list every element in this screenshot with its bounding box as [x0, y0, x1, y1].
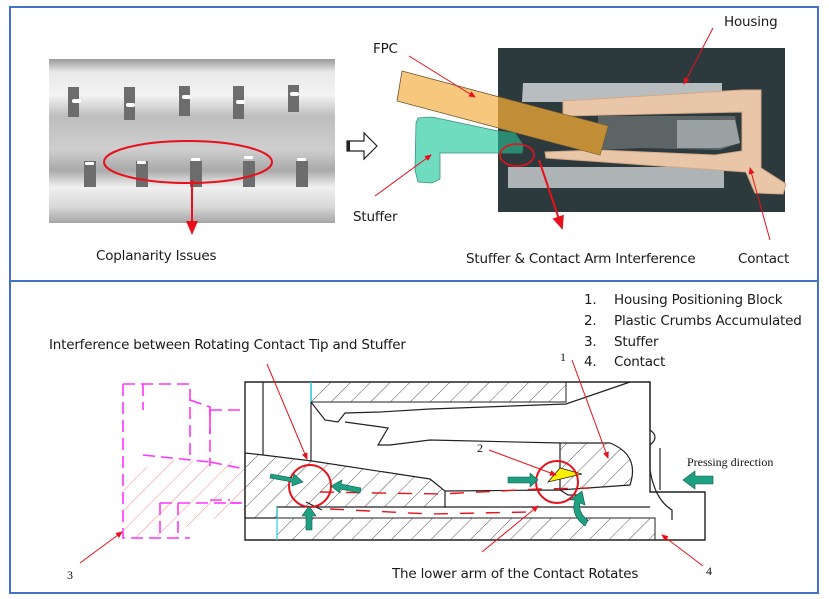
stuffer-leader	[374, 154, 432, 197]
legend-item: 2.Plastic Crumbs Accumulated	[584, 312, 802, 329]
housing-leader	[683, 27, 714, 85]
interference-leader	[538, 159, 564, 230]
lower-arm-caption: The lower arm of the Contact Rotates	[392, 566, 639, 582]
parts-legend: 1.Housing Positioning Block 2.Plastic Cr…	[584, 290, 802, 373]
callout-2-leader	[488, 449, 557, 476]
coplanarity-highlight-ellipse	[103, 140, 273, 184]
hollow-right-arrow-icon	[346, 131, 378, 161]
lower-arm-leader	[481, 505, 539, 553]
title-leader	[266, 363, 308, 460]
callout-3: 3	[67, 568, 73, 582]
callout-4: 4	[706, 564, 712, 578]
stuffer-label: Stuffer	[353, 209, 398, 225]
callout-2: 2	[477, 441, 483, 455]
legend-item: 3.Stuffer	[584, 333, 659, 350]
pressing-direction-label: Pressing direction	[687, 455, 774, 469]
legend-item: 4.Contact	[584, 354, 666, 371]
interference-label: Stuffer & Contact Arm Interference	[466, 251, 696, 267]
contact-label: Contact	[738, 251, 790, 267]
force-arrows	[269, 470, 714, 531]
coplanarity-photo	[49, 59, 335, 223]
fpc-label: FPC	[373, 41, 398, 57]
housing-label: Housing	[724, 14, 778, 30]
interference-highlight-ellipse	[499, 143, 535, 167]
callout-1-leader	[571, 359, 609, 459]
legend-item: 1.Housing Positioning Block	[584, 292, 783, 308]
bottom-title: Interference between Rotating Contact Ti…	[49, 337, 406, 353]
coplanarity-caption: Coplanarity Issues	[96, 248, 217, 264]
callout-3-leader	[79, 531, 123, 564]
fpc-shape	[396, 70, 609, 156]
contact-leader	[748, 167, 771, 241]
callout-1: 1	[560, 350, 566, 364]
fpc-leader	[408, 55, 476, 98]
callout-4-leader	[661, 534, 704, 567]
